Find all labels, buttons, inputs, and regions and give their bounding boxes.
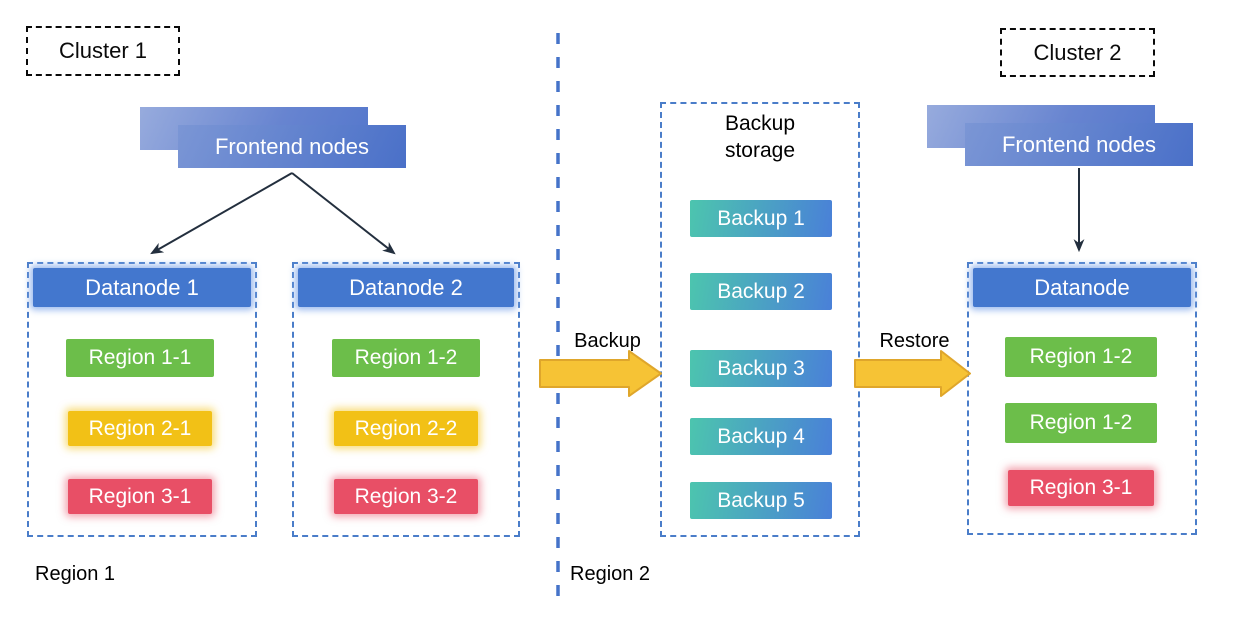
cluster1-label-box: Cluster 1 (26, 26, 180, 76)
region-box: Region 2-2 (334, 411, 478, 446)
backup-storage-title: Backup storage (724, 112, 796, 163)
fanout-arrow-to-datanode1 (150, 172, 293, 255)
datanode2-title: Datanode 2 (349, 274, 463, 300)
region-box: Region 3-1 (68, 479, 212, 514)
backup-item-label: Backup 2 (717, 279, 805, 303)
region-label: Region 3-1 (88, 484, 192, 508)
region2-label: Region 2 (570, 563, 651, 585)
region-box: Region 2-1 (68, 411, 212, 446)
backup-arrow (539, 350, 662, 397)
region-label: Region 2-2 (354, 416, 458, 440)
cluster2-label-box: Cluster 2 (1000, 28, 1155, 77)
backup-storage-container (660, 102, 860, 537)
region-box: Region 1-1 (66, 339, 214, 377)
region-label: Region 1-2 (1029, 411, 1133, 434)
backup-item: Backup 5 (690, 482, 832, 519)
cluster2-label: Cluster 2 (1033, 39, 1122, 65)
frontend-nodes-left-label: Frontend nodes (214, 133, 370, 159)
region-label: Region 3-2 (354, 484, 458, 508)
restored-datanode-header: Datanode (973, 268, 1191, 307)
backup-flow-label: Backup (574, 330, 641, 352)
region-box: Region 1-2 (332, 339, 480, 377)
backup-item: Backup 4 (690, 418, 832, 455)
frontend-nodes-right-label: Frontend nodes (1001, 131, 1157, 157)
region1-label: Region 1 (35, 563, 116, 585)
backup-item-label: Backup 4 (717, 424, 805, 448)
backup-item-label: Backup 5 (717, 488, 805, 512)
region-label: Region 3-1 (1029, 476, 1133, 499)
region-label: Region 1-2 (1029, 345, 1133, 368)
backup-item-label: Backup 1 (717, 206, 805, 230)
frontend-nodes-left: Frontend nodes (178, 125, 406, 168)
backup-item-label: Backup 3 (717, 356, 805, 380)
restore-arrow (854, 350, 971, 397)
backup-item: Backup 1 (690, 200, 832, 237)
datanode2-header: Datanode 2 (298, 268, 514, 307)
region-label: Region 1-2 (354, 346, 458, 369)
datanode1-header: Datanode 1 (33, 268, 251, 307)
datanode1-title: Datanode 1 (85, 274, 199, 300)
region-box: Region 1-2 (1005, 337, 1157, 377)
region-box: Region 1-2 (1005, 403, 1157, 443)
fanout-arrow-to-datanode2 (291, 172, 396, 255)
backup-item: Backup 2 (690, 273, 832, 310)
backup-item: Backup 3 (690, 350, 832, 387)
region-box: Region 3-2 (334, 479, 478, 514)
restore-flow-label: Restore (879, 330, 950, 352)
restored-datanode-title: Datanode (1034, 274, 1130, 300)
region-label: Region 2-1 (88, 416, 192, 440)
cluster1-label: Cluster 1 (58, 38, 148, 63)
region-box: Region 3-1 (1008, 470, 1154, 506)
region-label: Region 1-1 (88, 346, 192, 369)
frontend-nodes-right: Frontend nodes (965, 123, 1193, 166)
